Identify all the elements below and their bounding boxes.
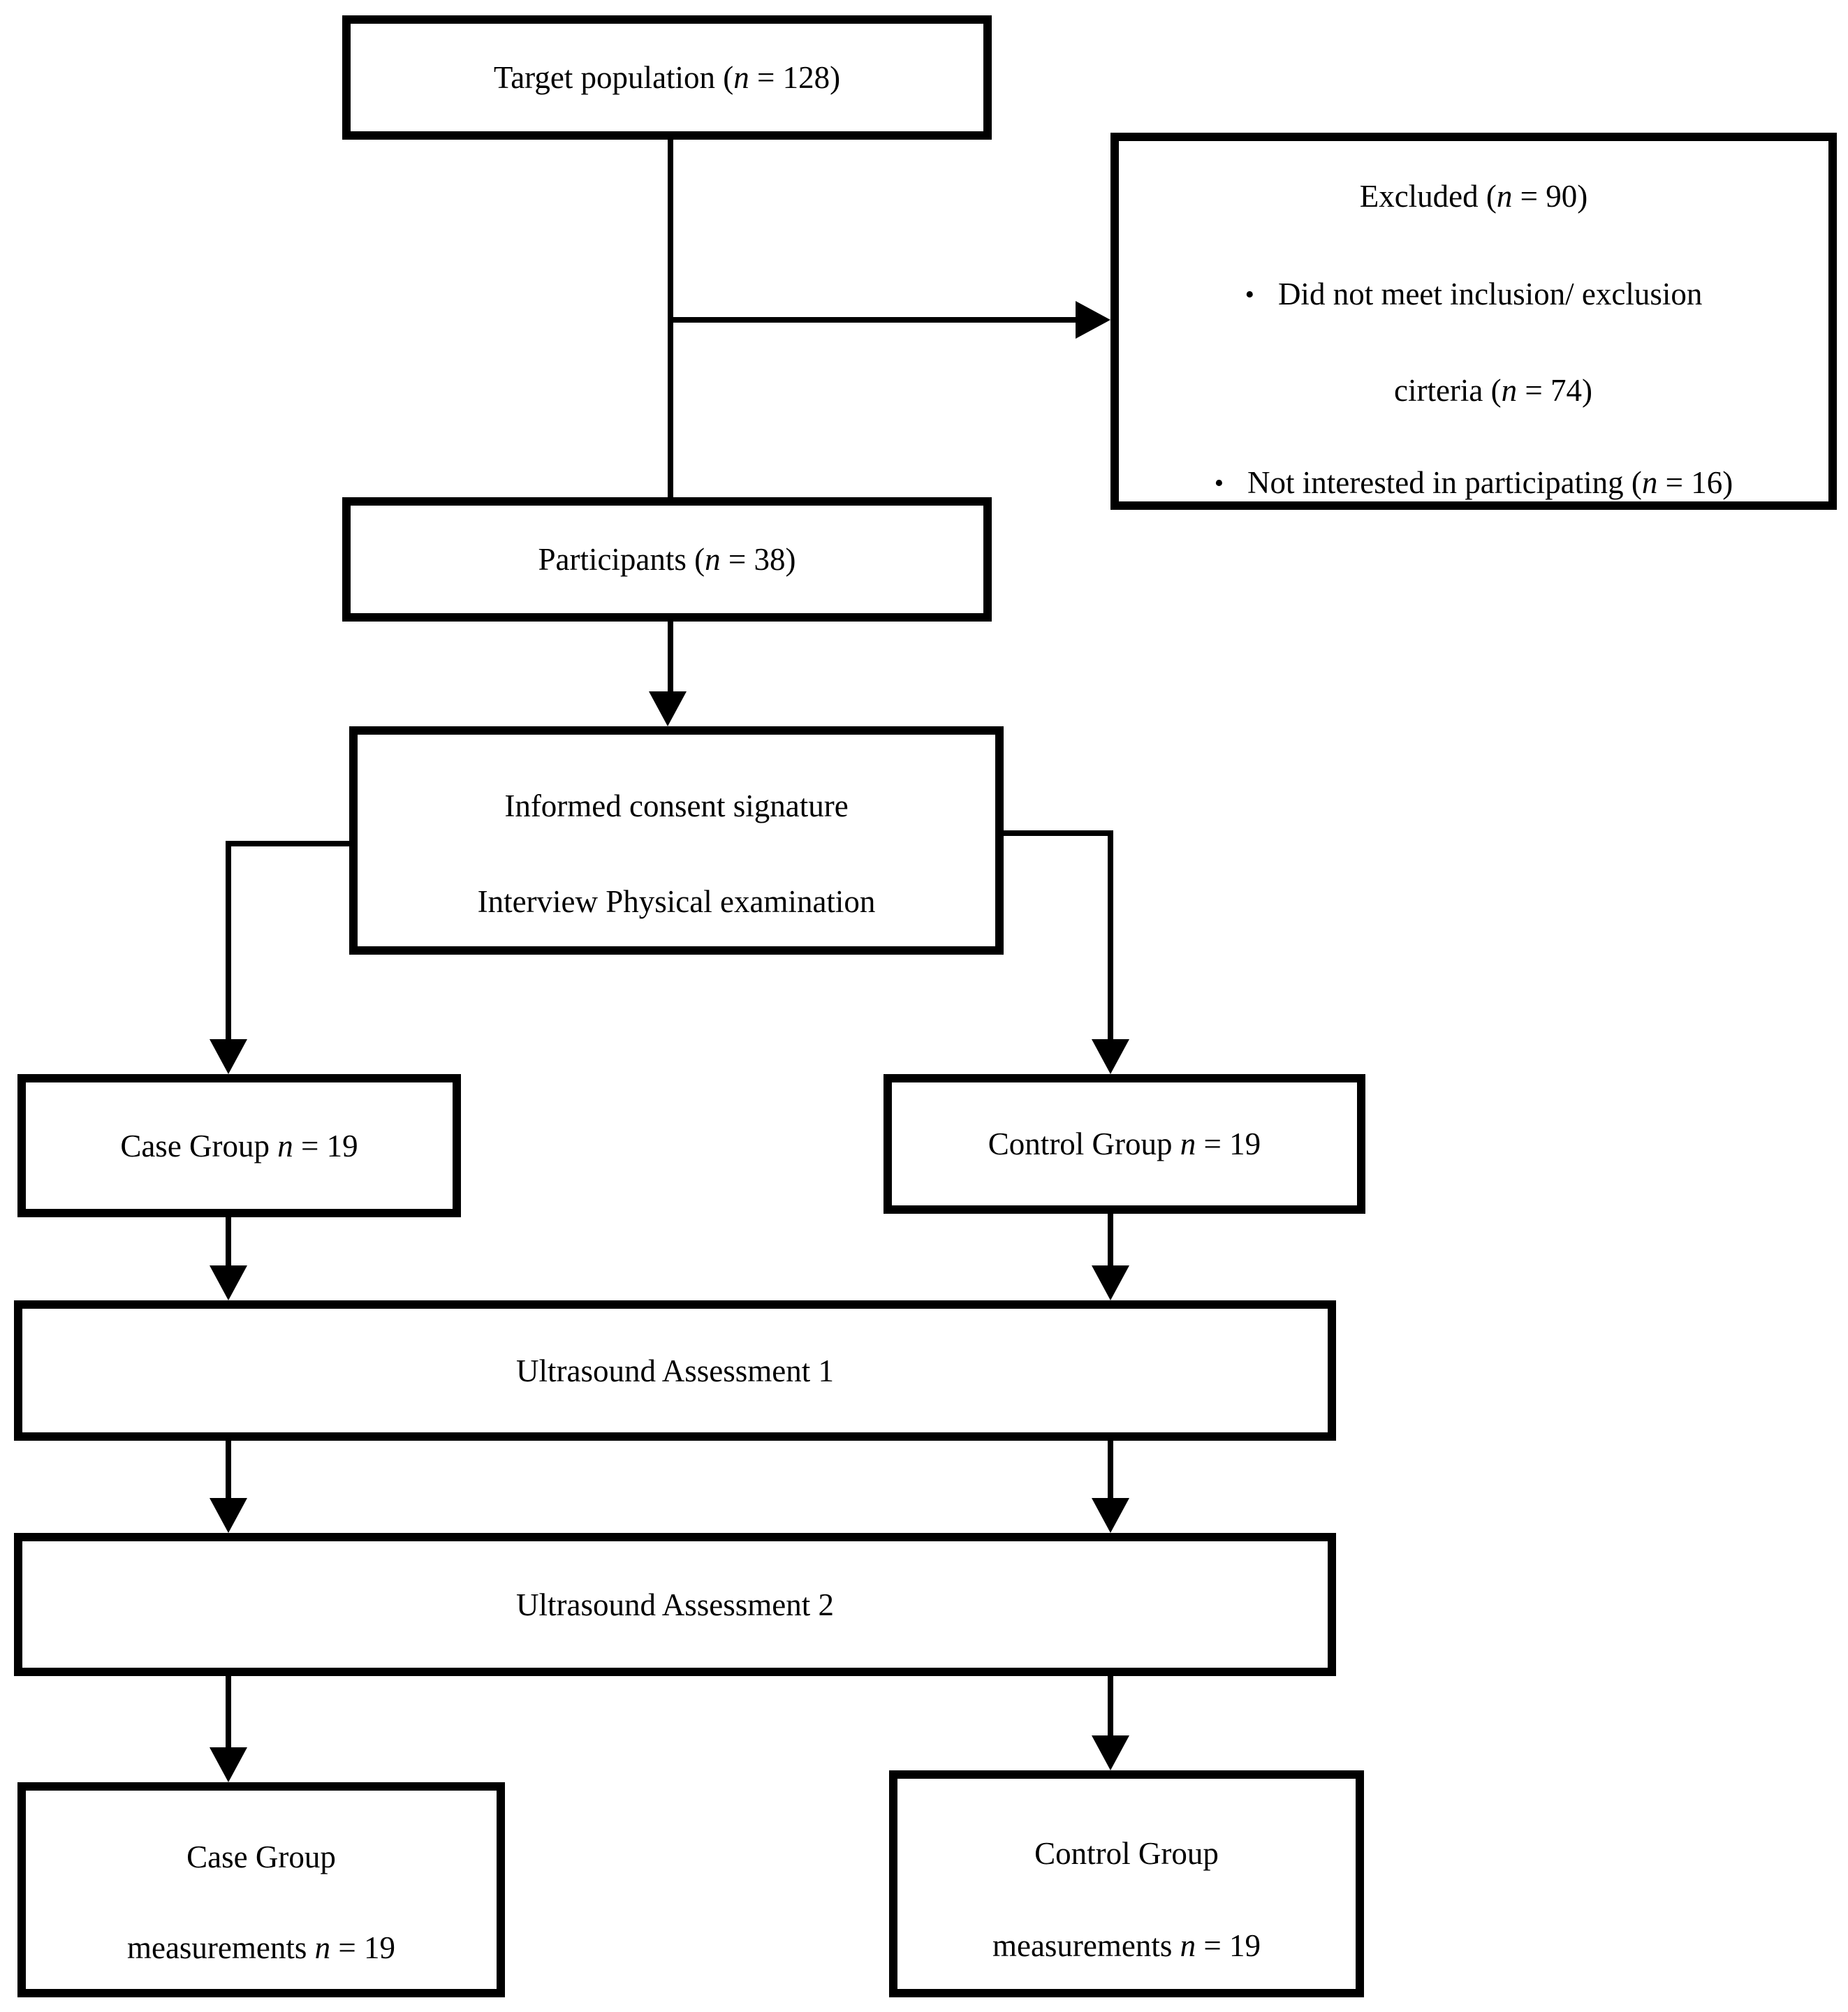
- ultrasound-assessment-2-box: Ultrasound Assessment 2: [14, 1533, 1336, 1676]
- control-measurements-box: Control Group measurements n = 19: [889, 1770, 1364, 1997]
- label-text: = 38): [720, 542, 796, 577]
- arrowhead-right-icon: [1076, 301, 1110, 339]
- control-group-label: Control Group n = 19: [988, 1125, 1261, 1163]
- case-measurements-box: Case Group measurements n = 19: [17, 1782, 505, 1997]
- label-text: Target population (: [493, 60, 734, 95]
- n-symbol: n: [1501, 373, 1518, 408]
- case-measurements-line-1: Case Group: [186, 1840, 336, 1874]
- case-group-box: Case Group n = 19: [17, 1074, 461, 1217]
- consent-line-1: Informed consent signature: [504, 788, 849, 823]
- label-text: Participants (: [538, 542, 705, 577]
- arrowhead-down-icon: [1092, 1735, 1129, 1770]
- label-text: cirteria (: [1393, 373, 1502, 408]
- connector-consent-to-control-horizontal: [999, 830, 1113, 836]
- label-text: Case Group: [120, 1128, 278, 1163]
- n-symbol: n: [1496, 179, 1513, 214]
- control-measurements-line-1: Control Group: [1034, 1836, 1219, 1871]
- participants-label: Participants (n = 38): [538, 541, 795, 578]
- connector-consent-to-case-horizontal: [227, 841, 356, 846]
- connector-control-to-ultrasound1: [1108, 1214, 1113, 1268]
- target-population-box: Target population (n = 128): [342, 15, 992, 140]
- excluded-item-1-line-2: cirteria (n = 74): [1138, 372, 1848, 409]
- connector-participants-to-consent: [668, 622, 673, 693]
- arrowhead-down-icon: [210, 1265, 247, 1300]
- label-text: = 128): [749, 60, 841, 95]
- label-text: = 74): [1517, 373, 1592, 408]
- control-measurements-line-2: measurements n = 19: [897, 1927, 1356, 1965]
- case-measurements-line-2: measurements n = 19: [26, 1929, 497, 1967]
- arrowhead-down-icon: [649, 691, 687, 726]
- label-text: measurements: [126, 1930, 315, 1965]
- ultrasound-assessment-2-label: Ultrasound Assessment 2: [516, 1587, 834, 1622]
- label-text: = 16): [1657, 465, 1733, 500]
- label-text: measurements: [992, 1928, 1180, 1963]
- bullet-icon: •: [1214, 469, 1224, 498]
- label-text: = 19: [330, 1930, 396, 1965]
- arrowhead-down-icon: [1092, 1498, 1129, 1533]
- arrowhead-down-icon: [210, 1039, 247, 1074]
- participants-box: Participants (n = 38): [342, 497, 992, 622]
- excluded-item-1-line-1: • Did not meet inclusion/ exclusion: [1119, 275, 1828, 314]
- label-text: = 19: [1196, 1126, 1261, 1161]
- arrowhead-down-icon: [1092, 1265, 1129, 1300]
- connector-ultrasound1-to-2-right: [1108, 1441, 1113, 1499]
- consent-line-2: Interview Physical examination: [477, 884, 876, 919]
- control-group-box: Control Group n = 19: [883, 1074, 1365, 1214]
- ultrasound-assessment-1-box: Ultrasound Assessment 1: [14, 1300, 1336, 1441]
- label-text: Excluded (: [1359, 179, 1497, 214]
- ultrasound-assessment-1-label: Ultrasound Assessment 1: [516, 1353, 834, 1388]
- n-symbol: n: [705, 542, 721, 577]
- connector-ultrasound1-to-2-left: [226, 1441, 231, 1499]
- excluded-item-2: • Not interested in participating (n = 16…: [1119, 464, 1828, 502]
- n-symbol: n: [277, 1128, 293, 1163]
- n-symbol: n: [314, 1930, 331, 1965]
- connector-ultrasound2-to-control-measurements: [1108, 1676, 1113, 1737]
- label-text: Control Group: [988, 1126, 1180, 1161]
- arrowhead-down-icon: [1092, 1039, 1129, 1074]
- connector-ultrasound2-to-case-measurements: [226, 1676, 231, 1749]
- connector-consent-to-case-vertical: [226, 841, 231, 1042]
- target-population-label: Target population (n = 128): [494, 59, 840, 96]
- n-symbol: n: [733, 60, 749, 95]
- excluded-box: Excluded (n = 90) •Did not meet inclusio…: [1110, 133, 1837, 510]
- label-text: Not interested in participating (: [1247, 465, 1642, 500]
- consent-box: Informed consent signature Interview Phy…: [349, 726, 1004, 955]
- bullet-icon: •: [1245, 280, 1254, 309]
- connector-case-to-ultrasound1: [226, 1217, 231, 1268]
- label-text: Did not meet inclusion/ exclusion: [1277, 277, 1703, 311]
- label-text: = 19: [1196, 1928, 1261, 1963]
- label-text: = 19: [293, 1128, 358, 1163]
- connector-consent-to-control-vertical: [1108, 830, 1113, 1042]
- n-symbol: n: [1180, 1126, 1196, 1161]
- arrowhead-down-icon: [210, 1747, 247, 1782]
- n-symbol: n: [1180, 1928, 1196, 1963]
- n-symbol: n: [1641, 465, 1658, 500]
- connector-to-excluded: [668, 317, 1076, 323]
- excluded-title: Excluded (n = 90): [1119, 177, 1828, 215]
- label-text: = 90): [1512, 179, 1588, 214]
- arrowhead-down-icon: [210, 1498, 247, 1533]
- case-group-label: Case Group n = 19: [120, 1127, 358, 1165]
